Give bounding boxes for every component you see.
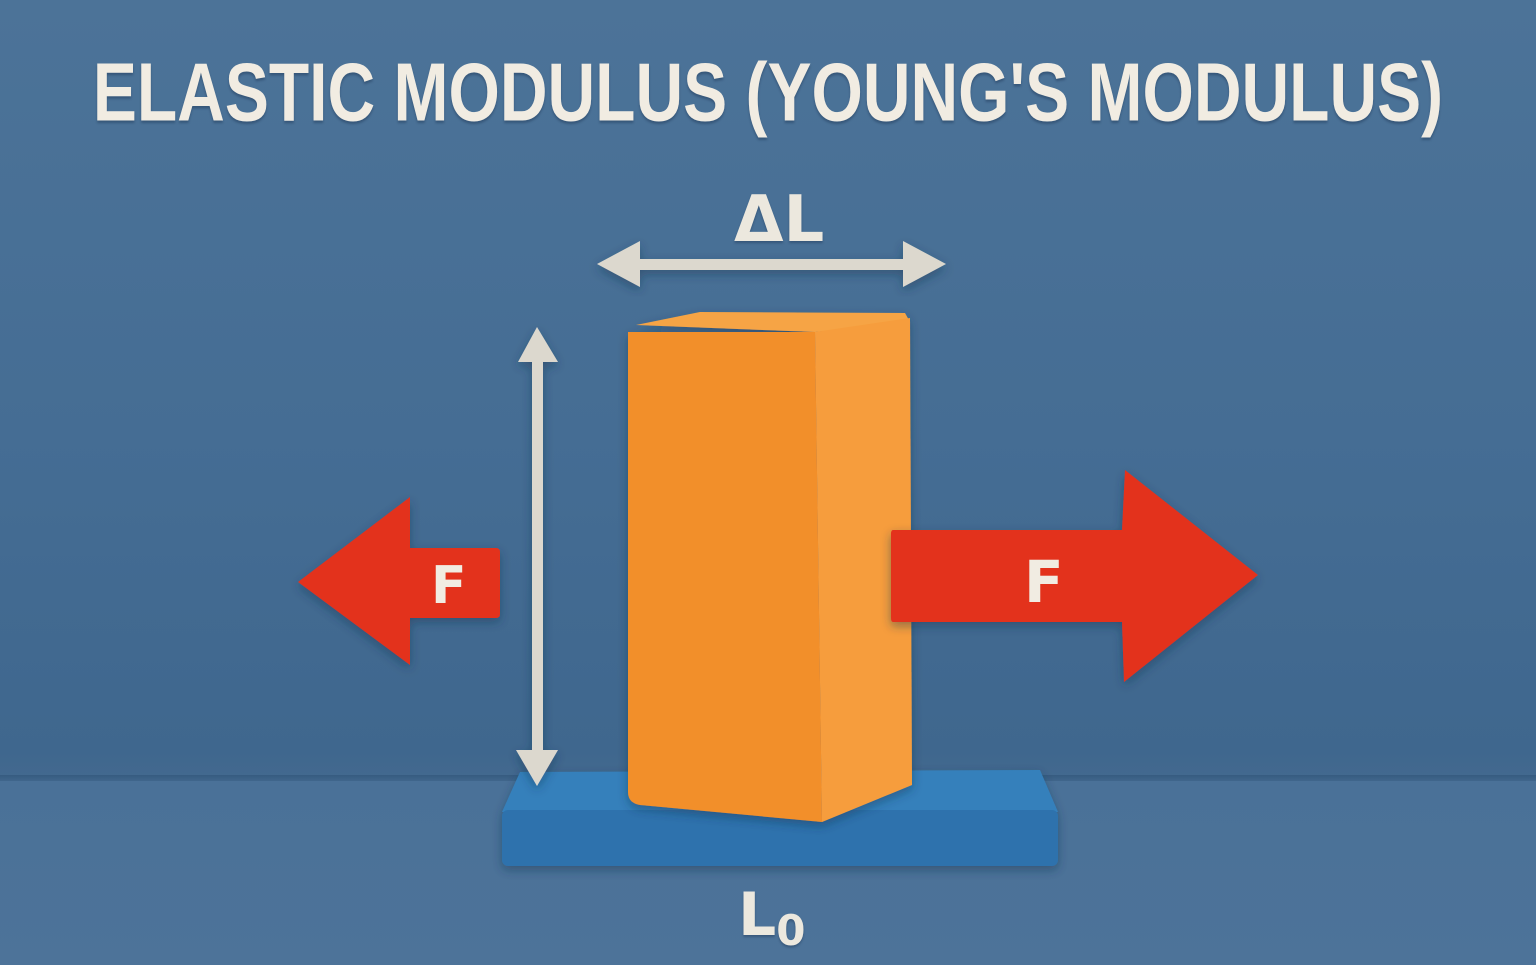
force-right-label: F xyxy=(1024,548,1064,616)
force-left-label: F xyxy=(431,556,467,616)
original-length-subscript: 0 xyxy=(776,906,806,955)
right-force-arrow-icon xyxy=(891,470,1258,682)
original-length-label: L0 xyxy=(738,880,805,955)
left-force-arrow-icon xyxy=(298,497,500,665)
specimen-block xyxy=(628,312,912,822)
height-arrow-icon xyxy=(516,327,558,786)
delta-length-arrow-icon xyxy=(597,241,946,287)
page-title: ELASTIC MODULUS (YOUNG'S MODULUS) xyxy=(92,45,1444,138)
delta-length-label: ΔL xyxy=(734,183,825,257)
original-length-main: L xyxy=(738,880,777,950)
